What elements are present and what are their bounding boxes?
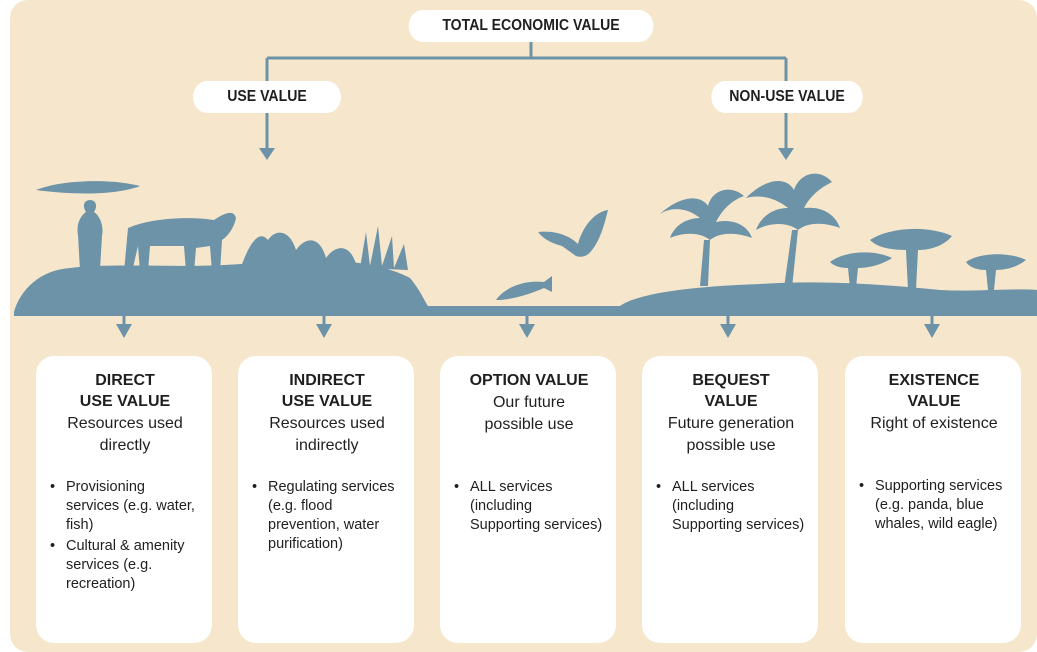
card-indirect-use-value: INDIRECT USE VALUE Resources used indire… bbox=[238, 356, 414, 643]
card-title: EXISTENCE bbox=[888, 372, 980, 389]
arrow-down-icon bbox=[116, 324, 132, 338]
card-title: USE VALUE bbox=[281, 393, 373, 410]
list-item: •Regulating services (e.g. flood prevent… bbox=[252, 479, 395, 552]
card-service-list: •Regulating services (e.g. flood prevent… bbox=[250, 478, 404, 554]
list-item: •Supporting services (e.g. panda, blue w… bbox=[859, 478, 1003, 532]
card-service-list: •ALL services (including Supporting serv… bbox=[452, 478, 606, 535]
palm-crown-silhouette bbox=[746, 173, 840, 230]
non-use-value-label: NON-USE VALUE bbox=[711, 81, 863, 113]
card-subtitle: Resources used bbox=[269, 415, 385, 432]
card-title: VALUE bbox=[704, 393, 758, 410]
card-service-list: •ALL services (including Supporting serv… bbox=[654, 478, 808, 535]
use-value-label: USE VALUE bbox=[193, 81, 341, 113]
card-subtitle: indirectly bbox=[295, 437, 359, 454]
arrow-down-icon bbox=[720, 324, 736, 338]
bird-silhouette bbox=[538, 210, 608, 257]
reed-silhouette bbox=[360, 226, 408, 270]
list-item: •Cultural & amenity services (e.g. recre… bbox=[50, 538, 185, 592]
arrow-down-icon bbox=[259, 148, 275, 160]
palm-crown-silhouette bbox=[660, 189, 752, 240]
load-silhouette bbox=[36, 181, 140, 194]
bullet-icon: • bbox=[50, 538, 56, 554]
card-header: INDIRECT USE VALUE Resources used indire… bbox=[250, 370, 404, 456]
card-title: BEQUEST bbox=[692, 372, 770, 389]
list-item: •ALL services (including Supporting serv… bbox=[656, 479, 805, 533]
bullet-icon: • bbox=[454, 479, 460, 495]
arrow-down-icon bbox=[519, 324, 535, 338]
tree-silhouette bbox=[966, 254, 1026, 290]
card-title: USE VALUE bbox=[79, 393, 171, 410]
list-item: •Provisioning services (e.g. water, fish… bbox=[50, 479, 195, 533]
card-existence-value: EXISTENCE VALUE Right of existence •Supp… bbox=[845, 356, 1021, 643]
arrow-down-icon bbox=[778, 148, 794, 160]
shrub-silhouette bbox=[240, 232, 356, 270]
palm-trunk-silhouette bbox=[700, 240, 710, 286]
palm-trunk-silhouette bbox=[784, 230, 798, 288]
card-option-value: OPTION VALUE Our future possible use •AL… bbox=[440, 356, 616, 643]
card-subtitle: Resources used bbox=[67, 415, 183, 432]
bullet-icon: • bbox=[50, 479, 56, 495]
bullet-icon: • bbox=[859, 478, 865, 494]
cattle-silhouette bbox=[124, 212, 236, 272]
card-subtitle: Future generation bbox=[667, 415, 795, 432]
arrow-down-icon bbox=[924, 324, 940, 338]
card-header: DIRECT USE VALUE Resources used directly bbox=[48, 370, 202, 456]
card-subtitle: possible use bbox=[484, 416, 574, 433]
card-title: DIRECT bbox=[95, 372, 155, 389]
card-title: INDIRECT bbox=[289, 372, 365, 389]
arrow-down-icon bbox=[316, 324, 332, 338]
card-title: VALUE bbox=[907, 393, 961, 410]
card-direct-use-value: DIRECT USE VALUE Resources used directly… bbox=[36, 356, 212, 643]
bullet-icon: • bbox=[252, 479, 258, 495]
card-subtitle: possible use bbox=[686, 437, 776, 454]
card-subtitle: Our future bbox=[492, 394, 566, 411]
card-header: OPTION VALUE Our future possible use bbox=[452, 370, 606, 435]
landscape-illustration bbox=[14, 173, 1037, 316]
card-subtitle: directly bbox=[99, 437, 151, 454]
card-title: OPTION VALUE bbox=[469, 372, 589, 389]
total-economic-value-label: TOTAL ECONOMIC VALUE bbox=[408, 10, 654, 42]
card-bequest-value: BEQUEST VALUE Future generation possible… bbox=[642, 356, 818, 643]
person-silhouette bbox=[77, 200, 103, 270]
card-service-list: •Supporting services (e.g. panda, blue w… bbox=[857, 477, 1011, 534]
tree-silhouette bbox=[830, 252, 892, 288]
ground-silhouette bbox=[14, 259, 1037, 316]
card-service-list: •Provisioning services (e.g. water, fish… bbox=[48, 478, 202, 594]
bullet-icon: • bbox=[656, 479, 662, 495]
fish-silhouette bbox=[496, 276, 552, 300]
card-subtitle: Right of existence bbox=[870, 415, 998, 432]
tree-silhouette bbox=[870, 228, 952, 290]
list-item: •ALL services (including Supporting serv… bbox=[454, 479, 603, 533]
card-header: EXISTENCE VALUE Right of existence bbox=[857, 370, 1011, 434]
card-header: BEQUEST VALUE Future generation possible… bbox=[654, 370, 808, 456]
